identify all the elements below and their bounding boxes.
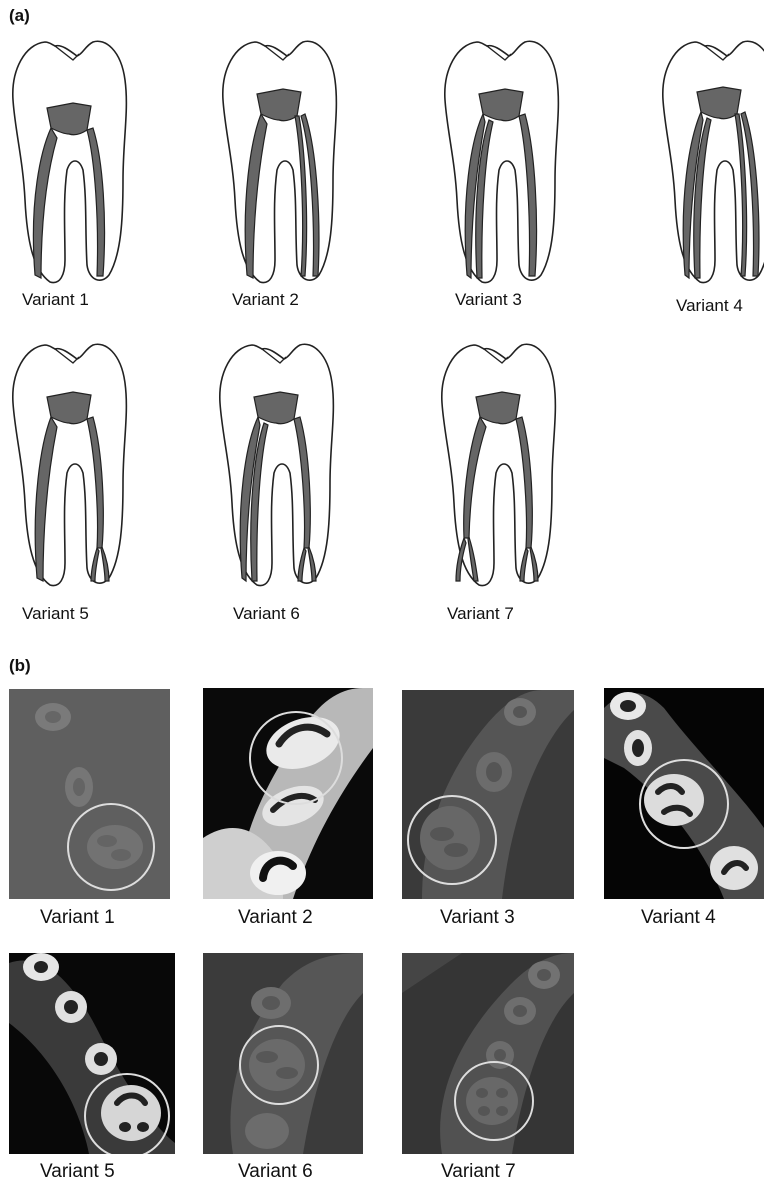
ct-scan-variant-2	[203, 688, 373, 899]
tooth-label-variant-6: Variant 6	[233, 604, 300, 624]
tooth-diagram-variant-2	[215, 30, 355, 300]
ct-scan-variant-4	[604, 688, 764, 899]
tooth-diagram-variant-5	[5, 333, 145, 603]
tooth-variant-7-svg	[434, 333, 574, 603]
tooth-variant-1-svg	[5, 30, 145, 300]
ct-label-variant-6: Variant 6	[238, 1161, 313, 1183]
tooth-variant-3-svg	[437, 30, 577, 300]
ct-scan-variant-7	[402, 953, 574, 1154]
tooth-variant-6-svg	[212, 333, 352, 603]
ct-scan-variant-3-image	[402, 690, 574, 899]
panel-b-label: (b)	[9, 656, 31, 676]
ct-scan-variant-1-image	[9, 689, 170, 899]
tooth-label-variant-1: Variant 1	[22, 290, 89, 310]
tooth-diagram-variant-1	[5, 30, 145, 300]
ct-scan-variant-5	[9, 953, 175, 1154]
tooth-diagram-variant-4	[655, 30, 764, 300]
panel-a-label: (a)	[9, 6, 30, 26]
tooth-diagram-variant-3	[437, 30, 577, 300]
tooth-diagram-variant-6	[212, 333, 352, 603]
ct-label-variant-1: Variant 1	[40, 907, 115, 929]
tooth-variant-5-svg	[5, 333, 145, 603]
ct-scan-variant-6	[203, 953, 363, 1154]
ct-label-variant-2: Variant 2	[238, 907, 313, 929]
ct-scan-variant-2-image	[203, 688, 373, 899]
tooth-label-variant-4: Variant 4	[676, 296, 743, 316]
tooth-label-variant-3: Variant 3	[455, 290, 522, 310]
tooth-label-variant-5: Variant 5	[22, 604, 89, 624]
ct-label-variant-3: Variant 3	[440, 907, 515, 929]
ct-label-variant-4: Variant 4	[641, 907, 716, 929]
ct-label-variant-7: Variant 7	[441, 1161, 516, 1183]
tooth-label-variant-2: Variant 2	[232, 290, 299, 310]
ct-scan-variant-1	[9, 689, 170, 899]
ct-scan-variant-5-image	[9, 953, 175, 1154]
tooth-variant-4-svg	[655, 30, 764, 300]
ct-scan-variant-7-image	[402, 953, 574, 1154]
ct-scan-variant-6-image	[203, 953, 363, 1154]
tooth-variant-2-svg	[215, 30, 355, 300]
tooth-diagram-variant-7	[434, 333, 574, 603]
ct-scan-variant-4-image	[604, 688, 764, 899]
tooth-label-variant-7: Variant 7	[447, 604, 514, 624]
ct-label-variant-5: Variant 5	[40, 1161, 115, 1183]
ct-scan-variant-3	[402, 690, 574, 899]
